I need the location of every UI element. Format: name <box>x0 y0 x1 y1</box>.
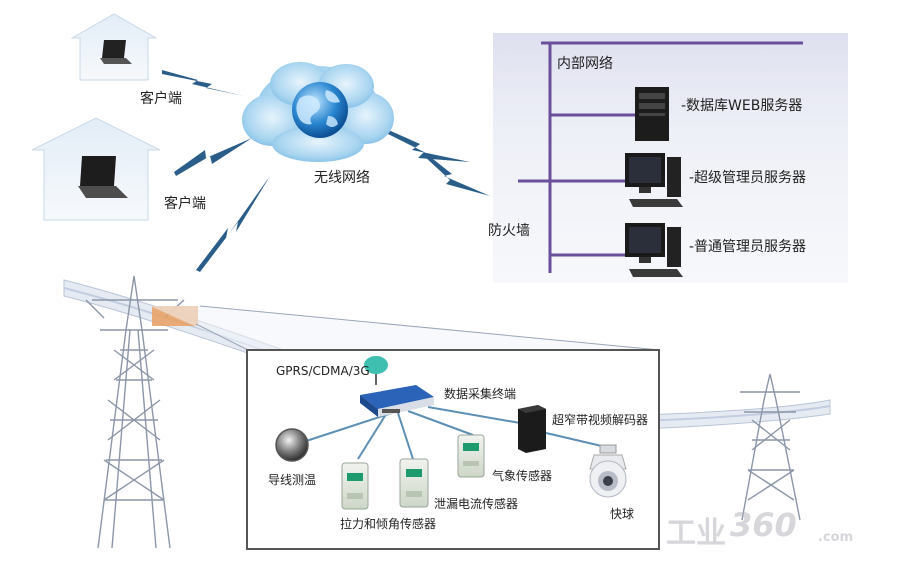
internal-network-panel: 内部网络 -数据库WEB服务器 -超级管理员服务器 -普通管理员服务器 <box>493 33 848 283</box>
db-web-server-label: -数据库WEB服务器 <box>681 98 803 114</box>
sensor-network-graphics <box>275 356 627 510</box>
firewall-label: 防火墙 <box>488 223 530 239</box>
wireless-link-lightning <box>162 70 490 272</box>
desktop-computer-icon <box>625 153 683 207</box>
watermark-brand: 工业 <box>666 516 726 551</box>
weather-sensor-icon <box>457 434 485 478</box>
dome-camera-label: 快球 <box>610 507 635 521</box>
video-decoder-icon <box>518 405 546 453</box>
leakage-sensor-icon <box>399 458 429 508</box>
globe-icon <box>292 82 348 138</box>
super-admin-server-label: -超级管理员服务器 <box>689 170 807 186</box>
data-terminal-label: 数据采集终端 <box>444 387 517 401</box>
normal-admin-server-label: -普通管理员服务器 <box>689 239 807 255</box>
zoom-line <box>195 323 249 351</box>
leakage-sensor-label: 泄漏电流传感器 <box>434 497 519 511</box>
video-decoder-label: 超窄带视频解码器 <box>552 413 649 427</box>
dome-camera-icon <box>589 444 627 498</box>
watermark-suffix: .com <box>818 530 854 545</box>
gprs-cloud-icon <box>364 356 388 374</box>
watermark-number: 360 <box>730 506 797 544</box>
internal-network-label: 内部网络 <box>557 56 613 72</box>
transmission-tower-left <box>85 275 185 549</box>
wire-temp-label: 导线测温 <box>268 473 317 487</box>
data-terminal-icon <box>360 385 434 417</box>
server-tower-icon <box>635 87 669 141</box>
tension-sensor-icon <box>341 462 369 510</box>
client-label-bottom: 客户端 <box>164 196 206 212</box>
laptop-icon <box>100 40 132 64</box>
wire-temp-sensor-icon <box>275 428 309 462</box>
client-label-top: 客户端 <box>140 91 182 107</box>
desktop-computer-icon <box>625 223 683 277</box>
zoom-projection <box>150 306 664 350</box>
gprs-label: GPRS/CDMA/3G <box>276 364 370 378</box>
transmission-tower-right <box>740 373 801 521</box>
wireless-network-label: 无线网络 <box>314 170 370 186</box>
network-lines <box>518 41 803 273</box>
zoom-line <box>199 305 661 351</box>
laptop-icon <box>78 156 128 198</box>
weather-sensor-label: 气象传感器 <box>492 469 553 483</box>
terminal-detail-inset: GPRS/CDMA/3G 数据采集终端 超窄带视频解码器 导线测温 气象传感器 … <box>246 349 660 550</box>
tension-sensor-label: 拉力和倾角传感器 <box>340 517 437 531</box>
